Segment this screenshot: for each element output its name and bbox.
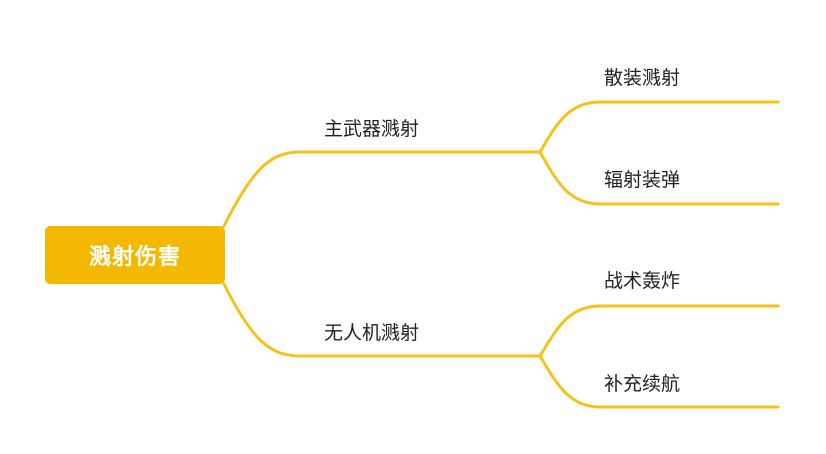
root-node-label: 溅射伤害: [88, 245, 181, 270]
connector-drone-to-child-1: [538, 304, 780, 358]
root-node: 溅射伤害: [45, 226, 225, 284]
connector-root-to-drone: [222, 282, 542, 358]
connector-main-weapon-to-child-2: [538, 150, 780, 206]
leaf-label-radiation-loading: 辐射装弹: [604, 169, 681, 191]
connector-drone-to-child-2: [538, 354, 780, 409]
connector-main-weapon-to-child-1: [538, 100, 780, 154]
branch-label-drone-splash: 无人机溅射: [324, 322, 420, 344]
leaf-label-scatter-splash: 散装溅射: [604, 67, 681, 89]
leaf-label-supply-endurance: 补充续航: [604, 373, 681, 395]
connector-root-to-main-weapon: [222, 150, 542, 228]
leaf-label-tactical-bombing: 战术轰炸: [604, 270, 681, 292]
branch-label-main-weapon-splash: 主武器溅射: [324, 118, 420, 140]
